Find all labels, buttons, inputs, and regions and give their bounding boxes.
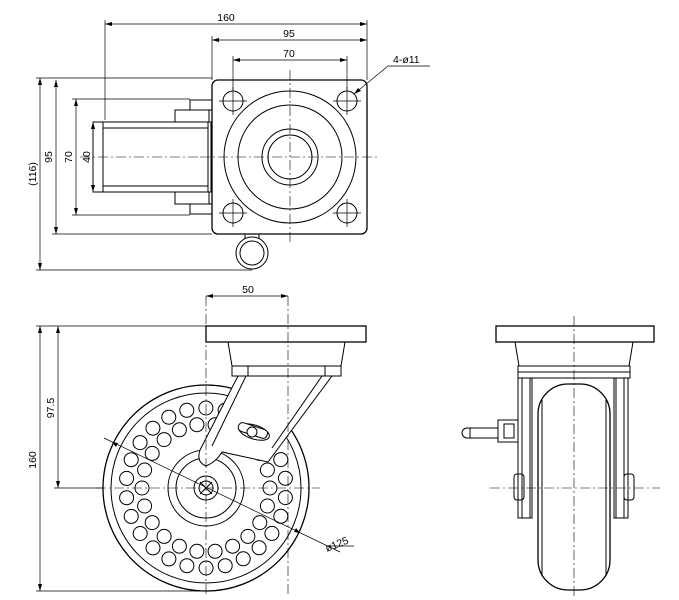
dim-offset: 50	[242, 284, 254, 296]
wheel-hole	[123, 452, 139, 468]
top-bolt-holes	[219, 87, 361, 227]
wheel-hole	[156, 528, 172, 544]
wheel-hole	[144, 445, 160, 461]
side-view: 50 97.5 160 ø125	[27, 284, 367, 596]
wheel-hole	[145, 540, 161, 556]
end-brake-lever	[461, 419, 519, 443]
dim-plate-height: 95	[43, 151, 55, 163]
wheel-hole	[217, 558, 233, 574]
wheel-hole	[123, 508, 139, 524]
wheel-hole	[171, 422, 187, 438]
top-view: 160 95 70 4-ø11 (116) 95 70 40	[27, 12, 430, 271]
dim-wheel-width: 40	[81, 151, 93, 163]
wheel-hole	[145, 420, 161, 436]
wheel-hole	[189, 417, 205, 433]
side-brake-lever	[237, 422, 270, 441]
wheel-hole	[264, 525, 280, 541]
wheel-hole	[252, 515, 268, 531]
wheel-hole	[259, 498, 275, 514]
end-view	[461, 316, 660, 596]
top-brake-ring	[235, 234, 269, 270]
wheel-hole	[225, 538, 241, 554]
dim-holes: 4-ø11	[393, 54, 420, 66]
wheel-hole	[119, 490, 135, 506]
wheel-hole	[179, 402, 195, 418]
dim-plate-width: 95	[283, 28, 295, 40]
dim-hole-pitch-x: 70	[283, 48, 295, 60]
wheel-hole	[132, 435, 148, 451]
wheel-hole	[207, 543, 223, 559]
wheel-hole	[161, 551, 177, 567]
wheel-hole	[132, 526, 148, 541]
wheel-hole	[240, 528, 256, 544]
wheel-hole	[137, 462, 153, 478]
wheel-hole	[179, 558, 195, 574]
wheel-hole	[273, 452, 289, 468]
wheel-hole	[259, 462, 275, 478]
dim-total-height-side: 160	[27, 451, 39, 469]
wheel-hole	[119, 470, 135, 486]
top-plate	[211, 79, 368, 235]
wheel-hole	[277, 490, 293, 506]
dim-wheel-diameter: ø125	[324, 535, 351, 555]
dim-overall-width: 160	[217, 12, 235, 24]
wheel-hole	[171, 538, 187, 554]
dim-total-height-top: (116)	[27, 162, 39, 186]
wheel-hole	[251, 540, 267, 556]
wheel-hole	[235, 551, 251, 567]
wheel-hole	[137, 498, 153, 514]
wheel-hole	[161, 409, 177, 425]
dim-axle-height: 97.5	[45, 398, 57, 419]
dim-hole-pitch-y: 70	[63, 151, 75, 163]
side-top-plate	[205, 325, 367, 343]
wheel-hole	[156, 432, 172, 448]
wheel-hole	[189, 543, 205, 559]
end-top-plate	[495, 325, 655, 343]
wheel-hole	[144, 515, 160, 531]
wheel-hole	[277, 470, 293, 486]
